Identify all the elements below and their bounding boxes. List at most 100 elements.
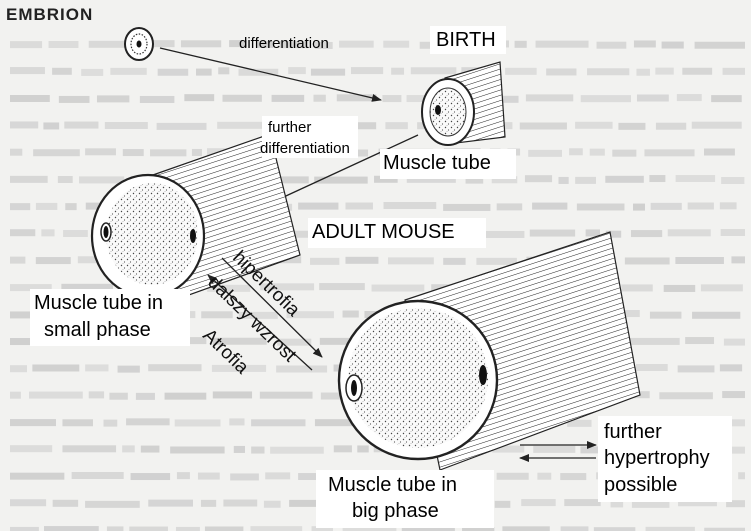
scan-text-fragment (106, 526, 124, 531)
scan-text-fragment (476, 257, 517, 265)
scan-text-fragment (636, 94, 669, 102)
scan-text-fragment (10, 94, 50, 102)
scan-text-fragment (731, 256, 745, 264)
scan-text-fragment (211, 364, 267, 372)
scan-text-fragment (52, 67, 72, 75)
scan-text-fragment (528, 149, 562, 157)
scan-text-fragment (10, 229, 36, 237)
scan-text-fragment (10, 499, 47, 507)
scan-text-fragment (207, 284, 251, 292)
birth-label: BIRTH (436, 29, 496, 51)
scan-text-fragment (10, 148, 23, 156)
big-phase-label-line2: big phase (352, 500, 439, 522)
scan-text-fragment (10, 256, 26, 264)
scan-text-fragment (289, 499, 343, 507)
scan-text-fragment (223, 499, 258, 507)
scan-text-fragment (723, 338, 745, 346)
scan-text-fragment (10, 472, 65, 480)
scan-text-fragment (314, 41, 333, 49)
scan-text-fragment (148, 364, 202, 372)
scan-text-fragment (109, 392, 128, 400)
scan-text-fragment (496, 472, 529, 480)
scan-text-fragment (313, 94, 326, 102)
scan-text-fragment (104, 121, 148, 129)
scan-text-fragment (496, 203, 523, 211)
birth-muscle-tube (421, 61, 506, 146)
scan-text-fragment (62, 445, 117, 453)
scan-text-fragment (491, 176, 518, 184)
scan-text-fragment (502, 526, 550, 531)
scan-text-fragment (85, 148, 116, 156)
scan-text-fragment (180, 40, 222, 48)
scan-text-fragment (319, 337, 375, 345)
scan-text-fragment (129, 526, 168, 531)
scan-text-fragment (685, 337, 715, 345)
small-phase-box (30, 289, 190, 346)
scan-text-fragment (391, 67, 405, 75)
scan-text-fragment (33, 149, 80, 157)
scan-text-fragment (32, 364, 80, 372)
further-hypertrophy-label-line1: further (604, 421, 662, 443)
scan-text-fragment (286, 311, 334, 319)
birth-label-box (430, 26, 506, 54)
scan-text-fragment (10, 365, 27, 373)
scan-text-fragment (52, 499, 79, 507)
scan-text-fragment (596, 41, 627, 49)
scan-text-fragment (85, 500, 140, 508)
scan-text-fragment (676, 94, 702, 102)
scan-text-fragment (644, 149, 695, 157)
further-differentiation-arrow (261, 134, 419, 208)
scan-text-fragment (722, 67, 745, 75)
scan-text-fragment (636, 68, 650, 76)
further-hypertrophy-box (598, 416, 732, 502)
scan-text-fragment (277, 338, 312, 346)
scan-text-fragment (470, 230, 525, 238)
scan-text-fragment (663, 284, 696, 292)
big-phase-box (316, 470, 494, 528)
scan-text-fragment (229, 418, 245, 426)
scan-text-fragment (212, 391, 253, 399)
scan-text-fragment (96, 95, 130, 103)
scan-text-fragment (41, 229, 55, 237)
scan-text-fragment (383, 40, 410, 48)
scan-text-fragment (738, 472, 745, 480)
scan-text-fragment (57, 175, 73, 183)
scan-text-fragment (567, 419, 592, 427)
scan-text-fragment (197, 472, 220, 480)
scan-text-fragment (176, 472, 190, 480)
scan-text-fragment (10, 41, 43, 49)
scan-text-fragment (333, 445, 352, 453)
scan-text-fragment (605, 230, 622, 238)
scan-text-fragment (10, 526, 39, 531)
scan-text-fragment (659, 392, 713, 400)
scan-text-fragment (374, 175, 398, 183)
scan-text-fragment (191, 148, 202, 156)
scan-text-fragment (728, 419, 745, 427)
scan-text-fragment (569, 148, 583, 156)
scan-text-fragment (29, 391, 83, 399)
scan-text-fragment (63, 230, 88, 238)
scan-text-fragment (200, 499, 217, 507)
scan-text-fragment (174, 419, 221, 427)
big-phase-label-line1: Muscle tube in (328, 474, 457, 496)
scan-text-fragment (233, 445, 245, 453)
scan-text-fragment (521, 499, 556, 507)
scan-text-fragment (319, 283, 365, 291)
scan-text-fragment (311, 526, 333, 531)
scan-text-fragment (401, 526, 455, 531)
scan-text-fragment (62, 419, 93, 427)
scan-text-fragment (276, 365, 328, 373)
scan-text-fragment (238, 68, 279, 76)
scan-text-fragment (310, 68, 346, 76)
scan-text-fragment (383, 202, 437, 210)
scan-text-fragment (103, 419, 118, 427)
scan-text-fragment (314, 419, 355, 427)
scan-text-fragment (10, 203, 31, 211)
scan-text-fragment (612, 149, 637, 157)
scan-text-fragment (58, 95, 90, 103)
scan-text-fragment (649, 175, 666, 183)
scan-text-fragment (635, 364, 668, 372)
scan-text-fragment (271, 94, 305, 102)
scan-text-fragment (257, 40, 274, 48)
